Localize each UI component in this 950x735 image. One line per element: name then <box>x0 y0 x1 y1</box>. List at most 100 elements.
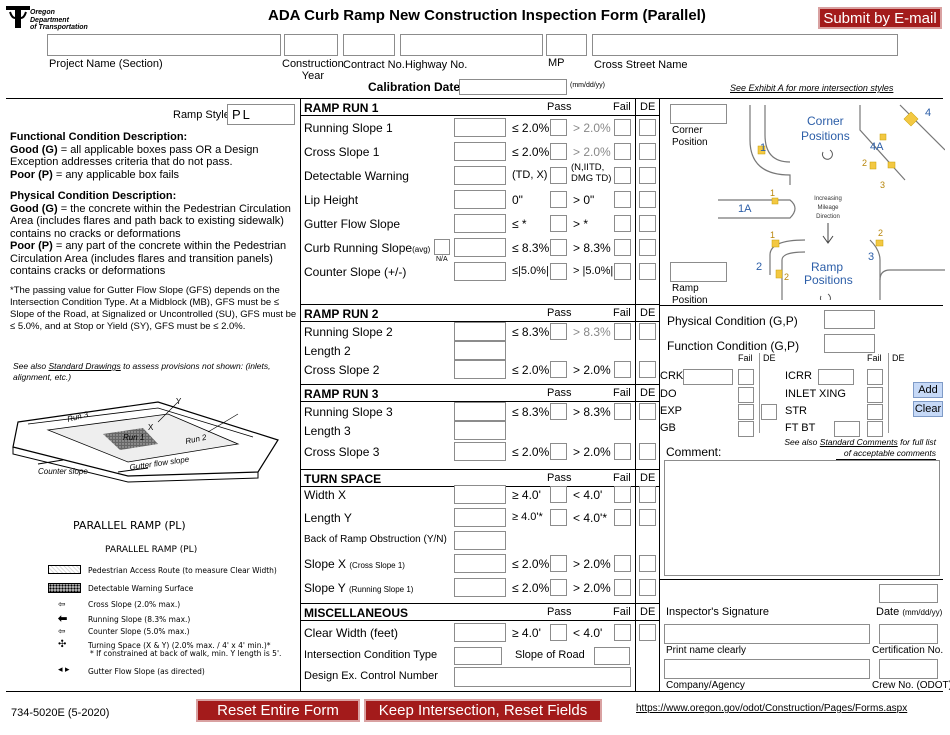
function-condition-input[interactable] <box>824 334 875 353</box>
de-checkbox[interactable] <box>639 191 656 208</box>
de-checkbox[interactable] <box>639 167 656 184</box>
measurement-input[interactable] <box>454 421 506 440</box>
design-exception-input[interactable] <box>454 667 631 687</box>
pass-checkbox[interactable] <box>550 263 567 280</box>
code-fail-checkbox[interactable] <box>738 404 754 420</box>
date-input[interactable] <box>879 584 938 603</box>
fail-checkbox[interactable] <box>614 167 631 184</box>
code-input[interactable] <box>683 369 733 385</box>
fail-checkbox[interactable] <box>614 239 631 256</box>
na-checkbox[interactable] <box>434 239 450 255</box>
de-checkbox[interactable] <box>639 323 656 340</box>
comment-textarea[interactable] <box>664 460 940 576</box>
keep-intersection-button[interactable]: Keep Intersection, Reset Fields <box>364 699 602 722</box>
measurement-input[interactable] <box>454 554 506 573</box>
de-checkbox[interactable] <box>639 239 656 256</box>
code-fail-checkbox[interactable] <box>738 387 754 403</box>
certification-no-input[interactable] <box>879 624 938 644</box>
fail-checkbox[interactable] <box>614 403 631 420</box>
fail-checkbox[interactable] <box>614 323 631 340</box>
measurement-input[interactable] <box>454 485 506 504</box>
measurement-input[interactable] <box>454 118 506 137</box>
code-fail-checkbox[interactable] <box>738 421 754 437</box>
de-checkbox[interactable] <box>639 119 656 136</box>
corner-position-input[interactable] <box>670 104 727 124</box>
de-checkbox[interactable] <box>639 361 656 378</box>
mp-input[interactable] <box>546 34 587 56</box>
pass-checkbox[interactable] <box>550 555 567 572</box>
submit-email-button[interactable]: Submit by E-mail <box>818 7 942 29</box>
fail-checkbox[interactable] <box>614 361 631 378</box>
measurement-input[interactable] <box>454 578 506 597</box>
de-checkbox[interactable] <box>639 624 656 641</box>
add-button[interactable]: Add <box>913 382 943 398</box>
intersection-type-input[interactable] <box>454 647 502 665</box>
measurement-input[interactable] <box>454 508 506 527</box>
de-checkbox[interactable] <box>639 579 656 596</box>
code-de-checkbox[interactable] <box>761 404 777 420</box>
pass-checkbox[interactable] <box>550 486 567 503</box>
fail-checkbox[interactable] <box>614 143 631 160</box>
standard-comments-link[interactable]: Standard Comments <box>819 437 898 447</box>
measurement-input[interactable] <box>454 623 506 642</box>
slope-of-road-input[interactable] <box>594 647 630 665</box>
pass-checkbox[interactable] <box>550 624 567 641</box>
fail-checkbox[interactable] <box>614 486 631 503</box>
fail-checkbox[interactable] <box>614 579 631 596</box>
de-checkbox[interactable] <box>639 143 656 160</box>
de-checkbox[interactable] <box>639 263 656 280</box>
forms-url-link[interactable]: https://www.oregon.gov/odot/Construction… <box>636 703 908 714</box>
code-fail-checkbox[interactable] <box>867 369 883 385</box>
measurement-input[interactable] <box>454 322 506 341</box>
company-input[interactable] <box>664 659 870 679</box>
construction-year-input[interactable] <box>284 34 338 56</box>
crew-no-input[interactable] <box>879 659 938 679</box>
fail-checkbox[interactable] <box>614 624 631 641</box>
contract-no-input[interactable] <box>343 34 395 56</box>
fail-checkbox[interactable] <box>614 263 631 280</box>
pass-checkbox[interactable] <box>550 119 567 136</box>
measurement-input[interactable] <box>454 262 506 281</box>
code-fail-checkbox[interactable] <box>738 369 754 385</box>
code-fail-checkbox[interactable] <box>867 421 883 437</box>
measurement-input[interactable] <box>454 531 506 550</box>
measurement-input[interactable] <box>454 166 506 185</box>
measurement-input[interactable] <box>454 238 506 257</box>
fail-checkbox[interactable] <box>614 191 631 208</box>
pass-checkbox[interactable] <box>550 361 567 378</box>
fail-checkbox[interactable] <box>614 215 631 232</box>
ramp-style-input[interactable]: PL <box>227 104 295 125</box>
de-checkbox[interactable] <box>639 443 656 460</box>
highway-no-input[interactable] <box>400 34 543 56</box>
reset-entire-form-button[interactable]: Reset Entire Form <box>196 699 360 722</box>
measurement-input[interactable] <box>454 214 506 233</box>
pass-checkbox[interactable] <box>550 579 567 596</box>
fail-checkbox[interactable] <box>614 555 631 572</box>
de-checkbox[interactable] <box>639 509 656 526</box>
fail-checkbox[interactable] <box>614 509 631 526</box>
clear-button[interactable]: Clear <box>913 401 943 417</box>
code-fail-checkbox[interactable] <box>867 404 883 420</box>
measurement-input[interactable] <box>454 190 506 209</box>
code-input[interactable] <box>818 369 854 385</box>
cross-street-input[interactable] <box>592 34 898 56</box>
standard-drawings-link[interactable]: Standard Drawings <box>48 361 121 371</box>
fail-checkbox[interactable] <box>614 119 631 136</box>
ramp-position-input[interactable] <box>670 262 727 282</box>
measurement-input[interactable] <box>454 402 506 421</box>
measurement-input[interactable] <box>454 360 506 379</box>
measurement-input[interactable] <box>454 442 506 461</box>
de-checkbox[interactable] <box>639 486 656 503</box>
fail-checkbox[interactable] <box>614 443 631 460</box>
measurement-input[interactable] <box>454 142 506 161</box>
de-checkbox[interactable] <box>639 403 656 420</box>
pass-checkbox[interactable] <box>550 443 567 460</box>
pass-checkbox[interactable] <box>550 143 567 160</box>
pass-checkbox[interactable] <box>550 215 567 232</box>
pass-checkbox[interactable] <box>550 191 567 208</box>
physical-condition-input[interactable] <box>824 310 875 329</box>
pass-checkbox[interactable] <box>550 239 567 256</box>
pass-checkbox[interactable] <box>550 403 567 420</box>
print-name-input[interactable] <box>664 624 870 644</box>
project-name-input[interactable] <box>47 34 281 56</box>
